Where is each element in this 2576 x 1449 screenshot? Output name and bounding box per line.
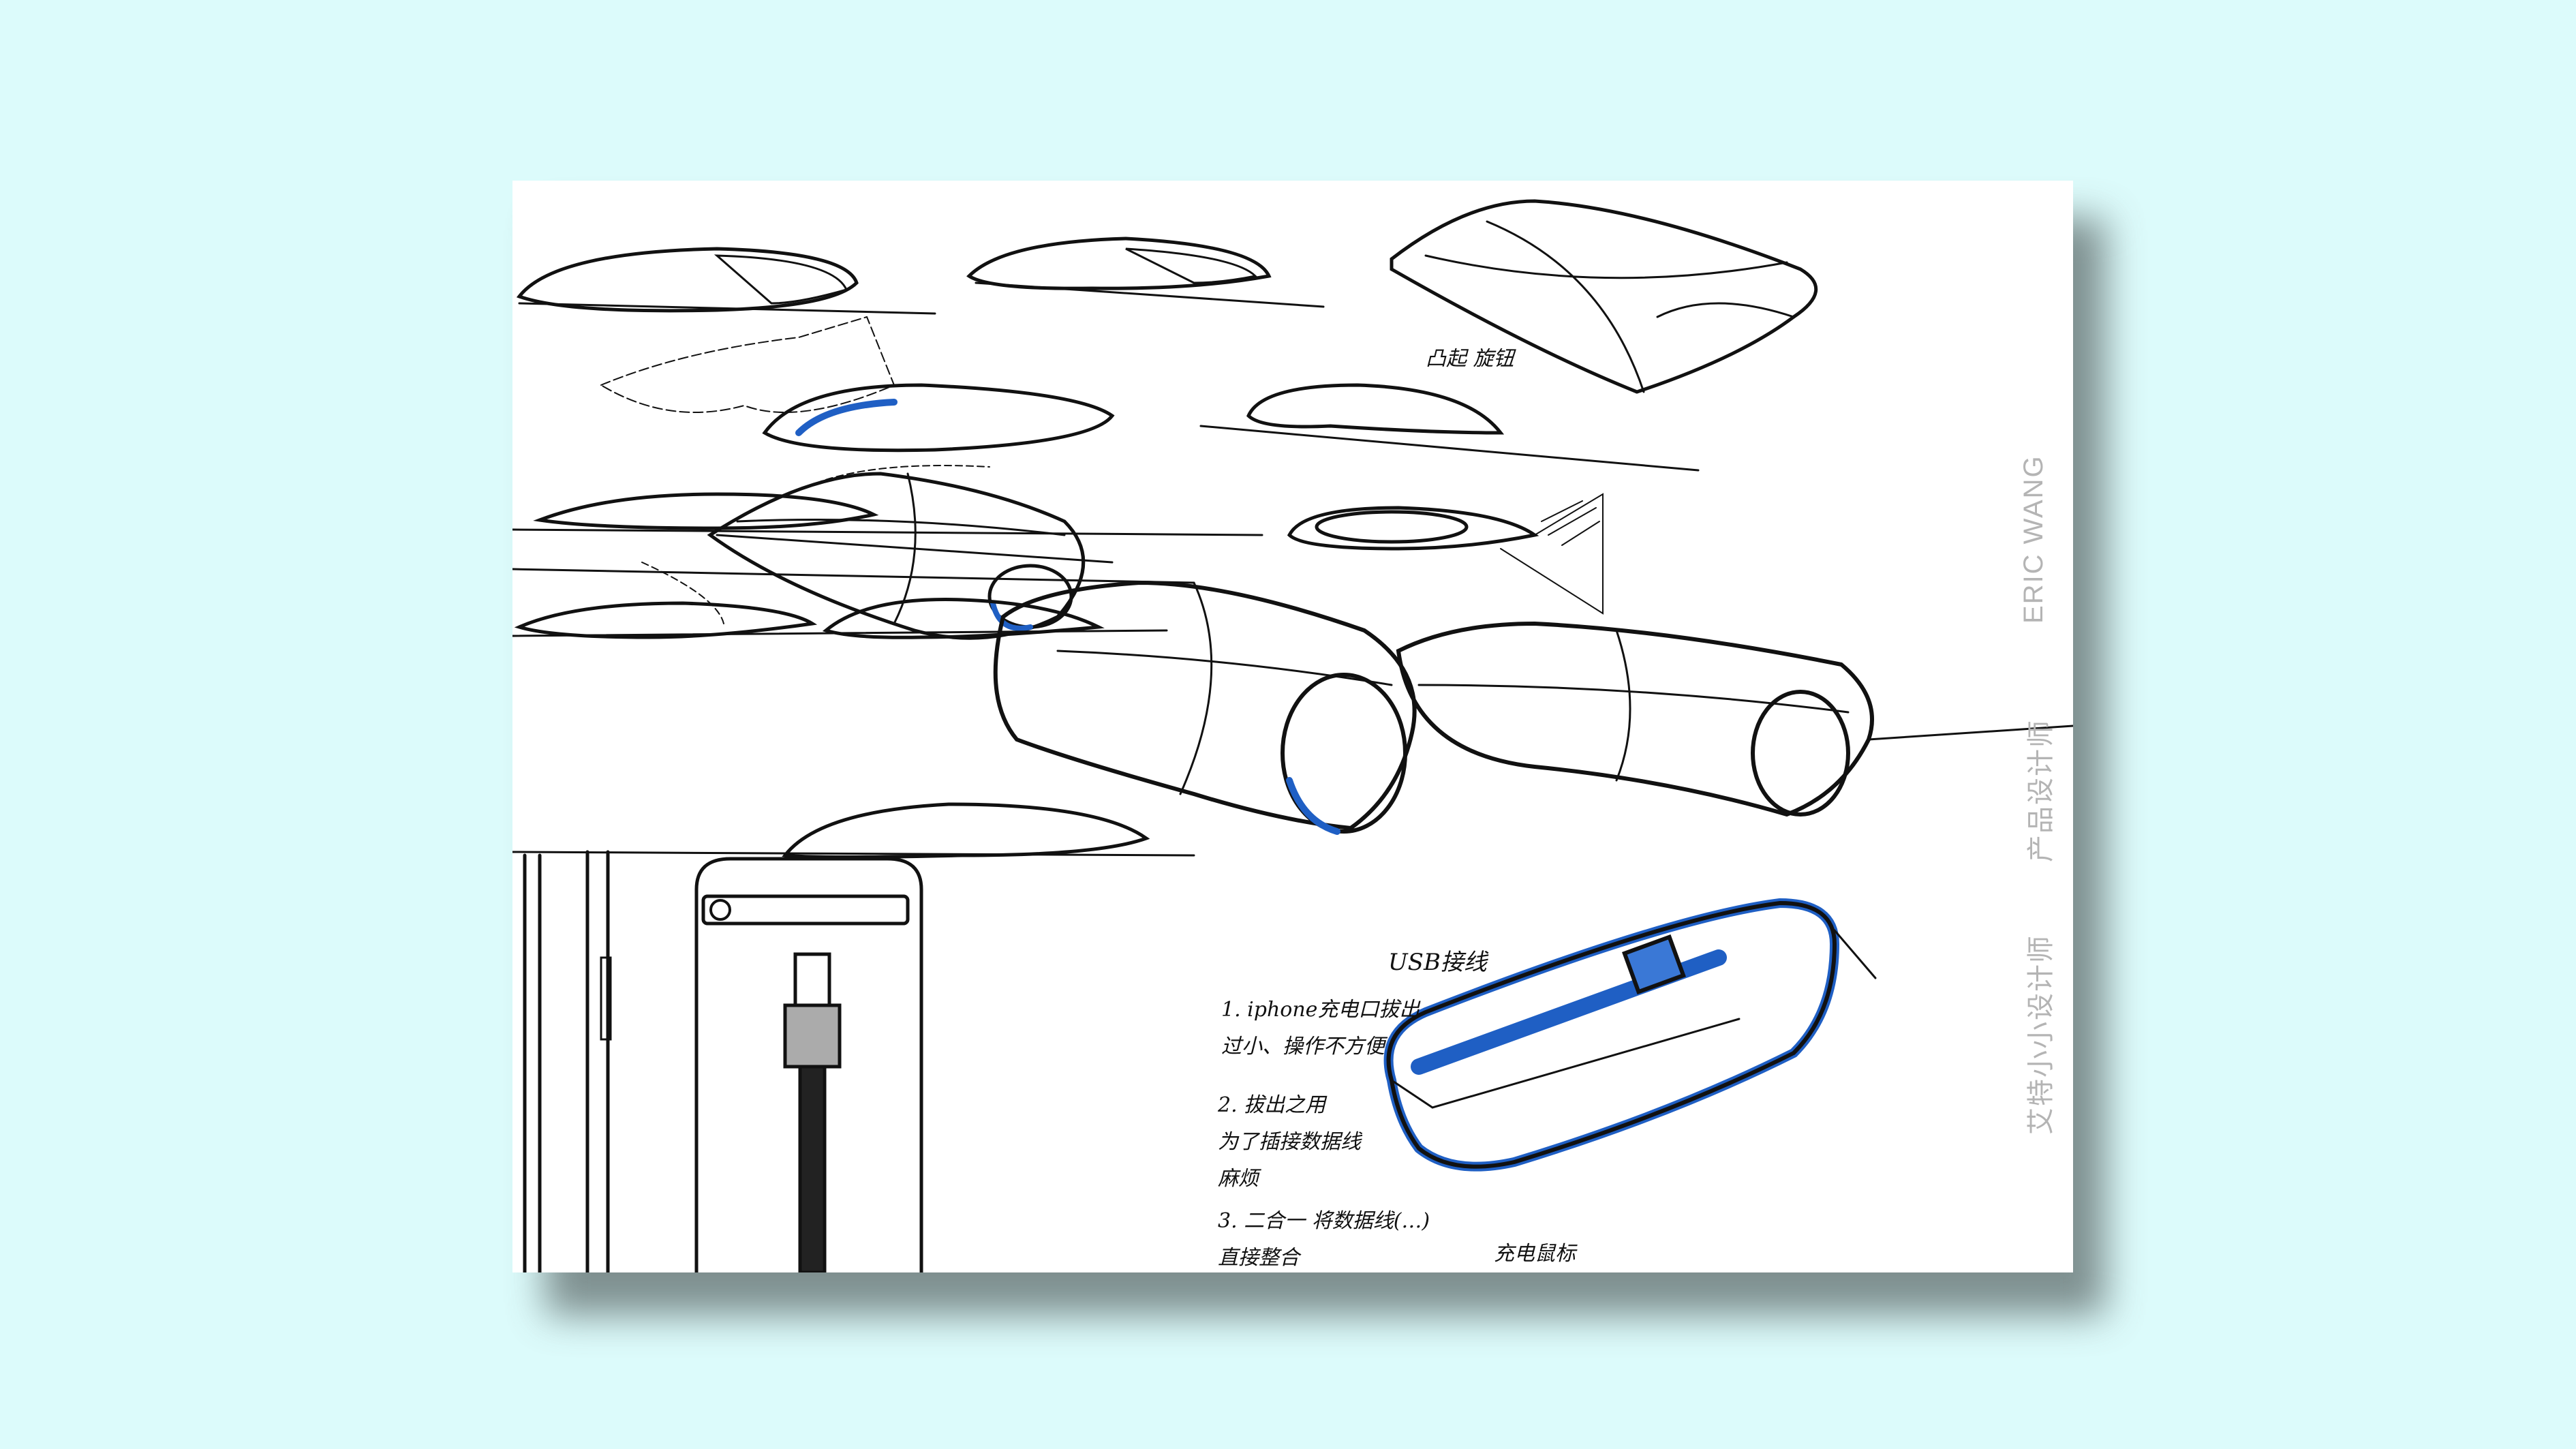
- note-3: 3. 二合一 将数据线(…) 直接整合: [1218, 1209, 1430, 1270]
- note-1: 1. iphone充电口拔出 过小、操作不方便: [1221, 998, 1420, 1058]
- watermark-name: ERIC WANG: [2019, 455, 2049, 624]
- sketch-flat-mouse-2: [966, 237, 1325, 308]
- note-bottom-callout: 充电鼠标: [1494, 1242, 1576, 1266]
- note-2: 2. 拔出之用 为了插接数据线 麻烦: [1218, 1093, 1361, 1191]
- sketch-mouse-3d-center: [707, 472, 1114, 640]
- mouse-sketches: [512, 199, 2073, 1272]
- sketch-phone-usb: [694, 857, 923, 1272]
- sketch-phone-side: [523, 850, 612, 1272]
- sketch-mouse-3d-large: [993, 580, 1417, 835]
- sketch-flat-mouse-1: [516, 247, 936, 315]
- sketch-paper: 凸起 旋钮 USB接线 1. iphone充电口拔出 过小、操作不方便 2. 拔…: [512, 181, 2073, 1272]
- watermark-title: 产品设计师: [2026, 719, 2056, 862]
- sketch-mouse-top-right: [1390, 199, 1818, 394]
- sketch-mouse-with-scribble: [599, 316, 1115, 453]
- sketch-ring-shaded: [1287, 493, 1604, 615]
- sketch-mouse-row4: [512, 562, 1195, 639]
- note-usb-label: USB接线: [1388, 949, 1487, 976]
- note-top-callout: 凸起 旋钮: [1426, 347, 1514, 371]
- sketch-mouse-3d-right: [1396, 621, 2073, 817]
- sketch-mouse-row5: [512, 802, 1195, 859]
- sketch-mouse-blue: [1383, 898, 1877, 1172]
- watermark-handle: 艾特小小设计师: [2026, 934, 2056, 1135]
- sketch-mouse-right-mid: [1199, 383, 1700, 472]
